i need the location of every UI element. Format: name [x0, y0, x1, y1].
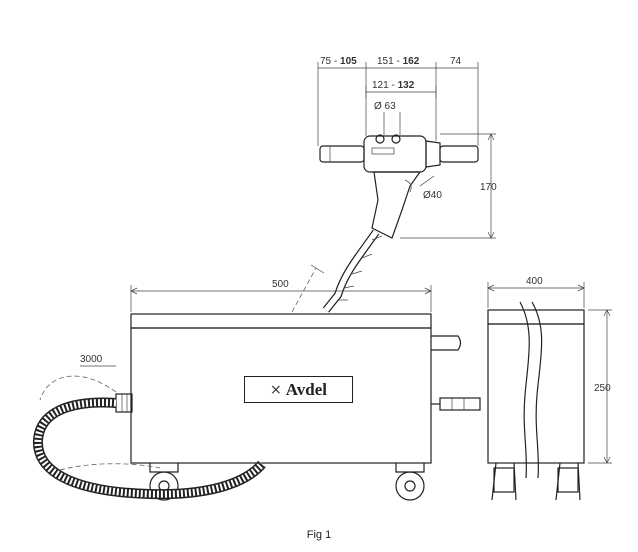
tool-dimension-labels: 75 - 105 151 - 162 74 121 - 132 Ø 63 Ø40… [320, 56, 497, 201]
dim-tool-height-label: 170 [480, 182, 497, 193]
power-unit-front [115, 313, 481, 501]
power-unit-side [487, 282, 612, 501]
avdel-logo: ⨯ Avdel [244, 376, 353, 403]
dim-box-height-label: 250 [594, 383, 611, 394]
box-dimensions [80, 264, 432, 367]
dim-box-length-label: 500 [272, 279, 289, 290]
dim-mid-label: 151 - 162 [377, 56, 420, 67]
tool-dimensions [317, 62, 496, 239]
dim-hose-length-label: 3000 [80, 354, 103, 365]
dim-inner-label: 121 - 132 [372, 80, 415, 91]
dim-head-diameter-label: Ø 63 [374, 101, 396, 112]
avdel-x-logo-icon: ⨯ [270, 381, 282, 398]
air-hose [32, 375, 266, 500]
dim-box-width-label: 400 [526, 276, 543, 287]
dim-front-label: 74 [450, 56, 462, 67]
rivet-tool [319, 134, 479, 313]
dim-nose-diameter-label: Ø40 [423, 190, 442, 201]
figure-caption: Fig 1 [306, 529, 332, 541]
dim-rear-label: 75 - 105 [320, 56, 357, 67]
brand-name: Avdel [285, 379, 327, 399]
